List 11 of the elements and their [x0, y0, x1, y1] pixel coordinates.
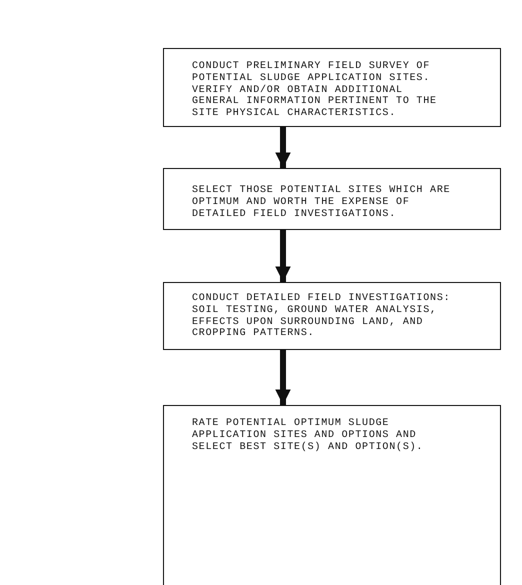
- process-box: [163, 282, 501, 350]
- arrow: [275, 350, 291, 405]
- step-text: CONDUCT PRELIMINARY FIELD SURVEY OF POTENTIAL SLUDGE APPLICATION SITES. VERIFY AND/OR OBTAIN ADDITIONAL GENERAL INFORMATION PERTINENT TO THE SITE PHYSICAL CHARACTERISTICS.: [192, 61, 438, 120]
- step-text: CONDUCT DETAILED FIELD INVESTIGATIONS: SOIL TESTING, GROUND WATER ANALYSIS, EFFECTS UPON SURROUNDING LAND, AND CROPPING PATTERNS.: [192, 293, 452, 340]
- arrow: [275, 230, 291, 282]
- step-text: RATE POTENTIAL OPTIMUM SLUDGE APPLICATION SITES AND OPTIONS AND SELECT BEST SITE(S) AND OPTION(S).: [192, 418, 424, 454]
- arrow: [275, 127, 291, 168]
- process-box: [163, 168, 501, 230]
- step-text: SELECT THOSE POTENTIAL SITES WHICH ARE OPTIMUM AND WORTH THE EXPENSE OF DETAILED FIELD INVESTIGATIONS.: [192, 185, 452, 220]
- process-box: [163, 48, 501, 127]
- process-box: [163, 405, 501, 585]
